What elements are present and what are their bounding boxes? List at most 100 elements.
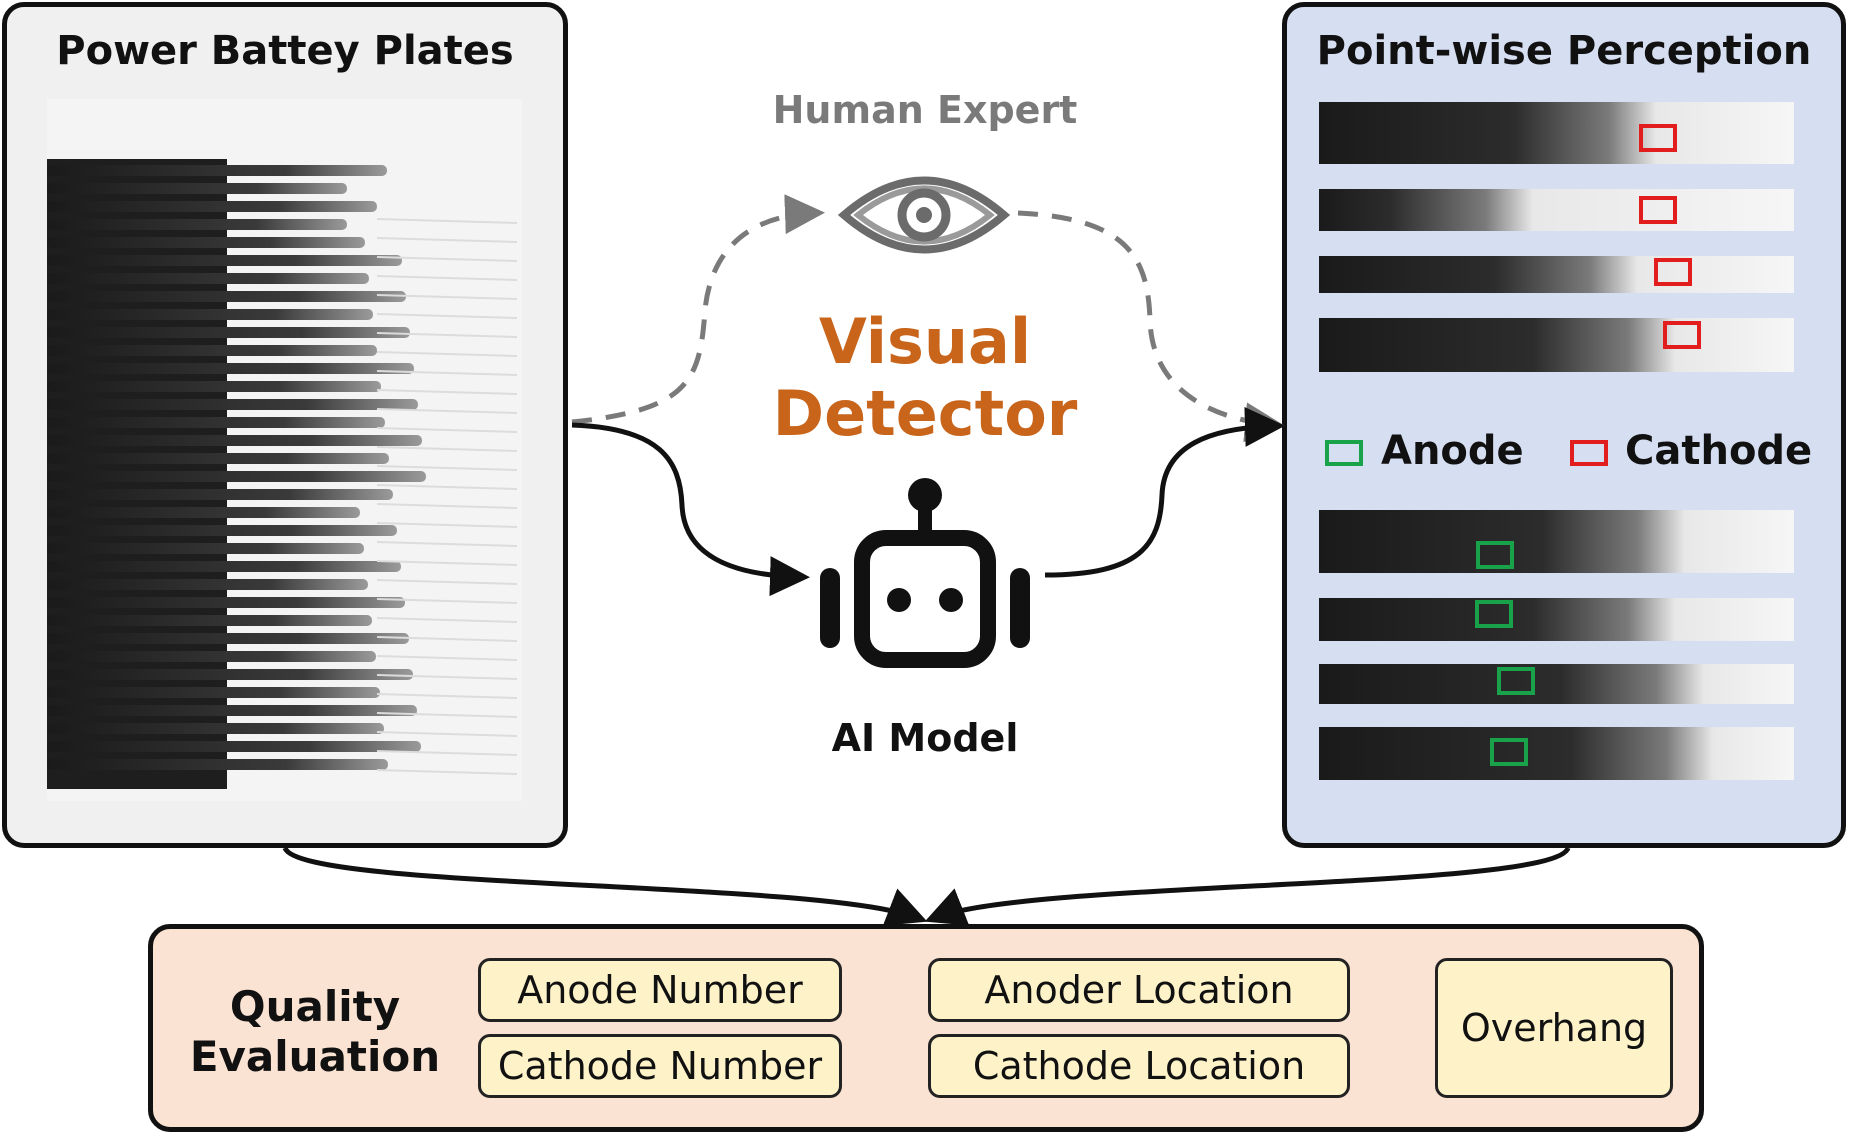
xray-streak [376,408,518,414]
quality-title-line2: Evaluation [189,1032,441,1081]
plate-line [47,471,426,482]
xray-streak [376,313,518,319]
human-path-out [1017,210,1285,443]
plate-line [47,399,418,410]
anode-legend-label: Anode [1381,428,1524,474]
cathode-marker-box [1639,196,1677,224]
power-battery-title: Power Battey Plates [56,28,514,74]
plate-line [47,381,381,392]
plate-line [47,489,393,500]
xray-streak [376,503,518,509]
plate-line [47,597,405,608]
xray-streak [376,579,518,585]
detector-line1: Visual [818,305,1032,378]
plate-line [47,543,364,554]
xray-streak [376,332,518,338]
plate-line [47,309,373,320]
ai-model-label: AI Model [831,716,1019,760]
xray-streak [376,541,518,547]
plate-line [47,237,365,248]
xray-streak [376,655,518,661]
xray-streak [376,731,518,737]
anode-marker-box [1475,600,1513,628]
quality-title: Quality Evaluation [185,982,445,1082]
plate-line [47,273,369,284]
xray-streak [376,750,518,756]
detector-line2: Detector [772,377,1078,450]
visual-detector-title: Visual Detector [720,306,1130,450]
right-to-quality [924,846,1571,926]
xray-streak [376,389,518,395]
plate-line [47,435,422,446]
xray-streak [376,674,518,680]
xray-image [47,99,522,801]
plate-line [47,759,388,770]
plate-line [47,741,421,752]
plate-line [47,525,397,536]
perception-strip [1319,598,1794,641]
cathode-marker-box [1654,258,1692,286]
perception-strip [1319,727,1794,780]
xray-streak [376,484,518,490]
quality-title-line1: Quality [229,982,401,1031]
cathode-legend-label: Cathode [1625,428,1813,474]
anode-legend-icon [1325,440,1363,466]
xray-streak [376,351,518,357]
plate-line [47,327,410,338]
xray-streak [376,237,518,243]
overhang-pill: Overhang [1435,958,1673,1098]
perception-strip [1319,102,1794,164]
perception-title: Point-wise Perception [1316,28,1812,74]
xray-streak [376,465,518,471]
plate-line [47,453,389,464]
plate-line [47,615,372,626]
plate-stack [47,159,518,789]
anode-marker-box [1490,738,1528,766]
anode-marker-box [1497,667,1535,695]
plate-line [47,633,409,644]
anode-marker-box [1476,541,1514,569]
cathode-location-pill: Cathode Location [928,1034,1350,1098]
human-path-in [571,194,825,425]
plate-line [47,291,406,302]
plate-line [47,417,385,428]
human-expert-label: Human Expert [772,88,1078,132]
robot-icon [820,478,1030,668]
perception-strip [1319,510,1794,573]
xray-streak [376,636,518,642]
xray-streak [376,560,518,566]
xray-streak [376,218,518,224]
plate-line [47,561,401,572]
xray-streak [376,256,518,262]
cathode-marker-box [1663,321,1701,349]
plate-line [47,165,387,176]
plate-line [47,579,368,590]
plate-line [47,345,377,356]
plate-line [47,687,380,698]
plate-line [47,723,384,734]
plate-line [47,201,377,212]
xray-streak [376,617,518,623]
perception-strip [1319,318,1794,372]
ai-path-in [571,422,810,597]
cathode-marker-box [1639,124,1677,152]
anode-number-pill: Anode Number [478,958,842,1022]
plate-line [47,651,376,662]
xray-streak [376,522,518,528]
xray-streak [376,598,518,604]
xray-streak [376,693,518,699]
xray-streak [376,370,518,376]
perception-strip [1319,256,1794,293]
plate-line [47,363,414,374]
plate-line [47,219,347,230]
plate-line [47,669,413,680]
plate-line [47,705,417,716]
left-to-quality [282,846,928,926]
cathode-number-pill: Cathode Number [478,1034,842,1098]
xray-streak [376,769,518,775]
xray-streak [376,446,518,452]
eye-icon [838,176,1010,254]
plate-line [47,255,402,266]
plate-line [47,507,360,518]
